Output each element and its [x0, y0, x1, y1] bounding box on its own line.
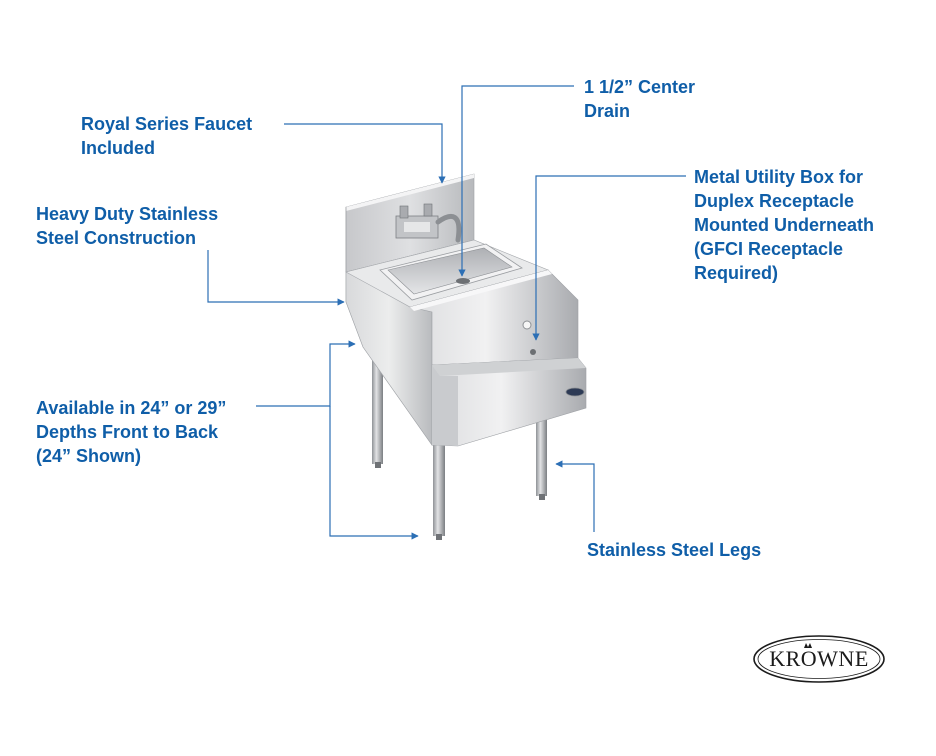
callout-line: Metal Utility Box for: [694, 167, 864, 187]
faucet: [395, 203, 462, 243]
callout-line: Included: [81, 138, 156, 158]
callout-faucet: Royal Series Faucet Included: [81, 112, 252, 160]
callout-line: Steel Construction: [36, 228, 197, 248]
badge-plate: [565, 387, 585, 397]
callout-drain: 1 1/2” Center Drain: [584, 75, 695, 123]
callout-line: Required): [694, 263, 779, 283]
logo-text: KROWNE: [769, 646, 869, 671]
callout-line: Heavy Duty Stainless: [36, 204, 219, 224]
krowne-logo: KROWNE: [752, 634, 886, 684]
callout-legs: Stainless Steel Legs: [587, 538, 761, 562]
callout-line: (GFCI Receptacle: [694, 239, 844, 259]
logo-oval: [753, 635, 885, 683]
callout-line: 1 1/2” Center: [584, 77, 696, 97]
callout-utility-box: Metal Utility Box for Duplex Receptacle …: [694, 165, 874, 285]
callout-line: Depths Front to Back: [36, 422, 219, 442]
callout-line: Drain: [584, 101, 631, 121]
callout-line: Duplex Receptacle: [694, 191, 855, 211]
callout-construction: Heavy Duty Stainless Steel Construction: [36, 202, 218, 250]
callout-depths: Available in 24” or 29” Depths Front to …: [36, 396, 226, 468]
callout-line: (24” Shown): [36, 446, 142, 466]
callout-line: Available in 24” or 29”: [36, 398, 227, 418]
callout-line: Stainless Steel Legs: [587, 540, 762, 560]
crown-icon: [804, 643, 812, 648]
callout-line: Mounted Underneath: [694, 215, 874, 235]
callout-line: Royal Series Faucet: [81, 114, 253, 134]
